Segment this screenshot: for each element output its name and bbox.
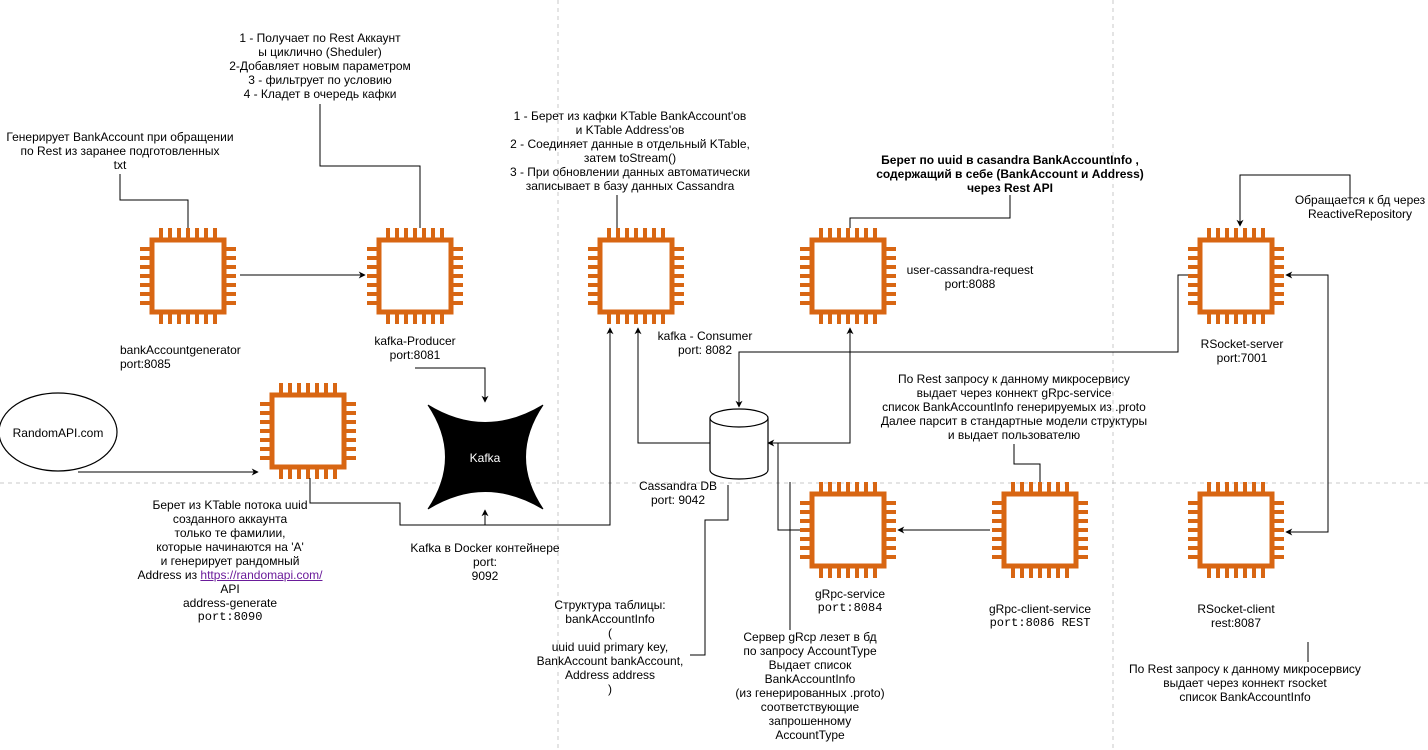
ec2-chip-icon [809,237,887,315]
user-request-label: user-cassandra-request port:8088 [906,263,1034,291]
consumer-label: kafka - Consumer port: 8082 [657,329,753,357]
ec2-chip-icon [1001,491,1079,569]
kafka-docker-label: Kafka в Docker контейнере port: 9092 [410,541,560,583]
edge-generator-note [119,174,189,228]
chip-user-cassandra-request[interactable] [800,228,896,324]
chip-grpc-service[interactable] [800,482,896,578]
edge-cassandra-user-request [768,327,854,444]
consumer-note: 1 - Берет из кафки KTable BankAccount'ов… [509,109,751,193]
chip-bank-account-generator[interactable] [140,228,236,324]
edge-rsocket-client-server [1285,271,1329,533]
chip-rsocket-client[interactable] [1188,482,1284,578]
ec2-chip-icon [597,237,675,315]
rsocket-server-label: RSocket-server port:7001 [1200,337,1284,365]
ec2-chip-icon [376,237,454,315]
generator-note: Генерирует BankAccount при обращении по … [6,130,234,172]
producer-label: kafka-Producer port:8081 [374,334,456,362]
randomapi-link[interactable]: https://randomapi.com/ [200,568,323,582]
rsocket-client-note: По Rest запросу к данному микросервису в… [1129,662,1361,704]
chip-kafka-consumer[interactable] [588,228,684,324]
edge-producer-kafka [415,367,489,403]
database-cylinder-icon[interactable] [709,408,769,480]
edge-kafka-consumer [485,327,614,526]
chip-address-generate[interactable] [260,383,356,479]
edges [78,104,1351,662]
chip-kafka-producer[interactable] [367,228,463,324]
edge-cassandra-consumer [634,327,710,444]
rsocket-client-label: RSocket-client rest:8087 [1197,602,1275,630]
edge-address-kafka [309,478,489,526]
edge-grpc-service-cassandra [767,439,800,531]
cassandra-table-note: Структура таблицы: bankAccountInfo ( uui… [536,598,684,696]
cassandra-label: Cassandra DB port: 9042 [638,479,718,507]
edge-rsocket-server-client [1285,274,1329,536]
edge-grpc-client-note [1013,444,1041,482]
chip-grpc-client-service[interactable] [992,482,1088,578]
ec2-chip-icon [269,392,347,470]
chip-rsocket-server[interactable] [1188,228,1284,324]
edge-rsocket-server-cassandra [735,274,1188,408]
generator-label: bankAccountgenerator port:8085 [120,343,241,371]
grpc-service-note: Сервер gRcp лезет в бд по запросу Accoun… [735,630,885,742]
grpc-service-label: gRpc-service port:8084 [814,587,886,615]
user-request-note: Берет по uuid в casandra BankAccountInfo… [876,153,1144,195]
ec2-chip-icon [1197,491,1275,569]
grpc-client-label: gRpc-client-service port:8086 REST [988,602,1092,630]
random-api-label: RandomAPI.com [12,426,104,440]
producer-note: 1 - Получает по Rest Аккаунт ы циклично … [229,31,411,101]
grpc-client-note: По Rest запросу к данному микросервису в… [880,372,1148,442]
ec2-chip-icon [149,237,227,315]
kafka-icon-label: Kafka [460,451,510,465]
address-prefix: Address из [137,568,201,582]
edge-producer-note [319,104,421,228]
random-api-node[interactable] [0,392,118,472]
rsocket-server-note: Обращается к бд через ReactiveRepository [1294,193,1426,221]
ec2-chip-icon [809,491,887,569]
edge-table-note [690,485,729,656]
edge-rsocket-server-self [1236,174,1351,227]
address-generate-label: Берет из KTable потока uuid созданного а… [137,498,323,624]
ec2-chip-icon [1197,237,1275,315]
edge-user-request-note [849,195,1011,228]
